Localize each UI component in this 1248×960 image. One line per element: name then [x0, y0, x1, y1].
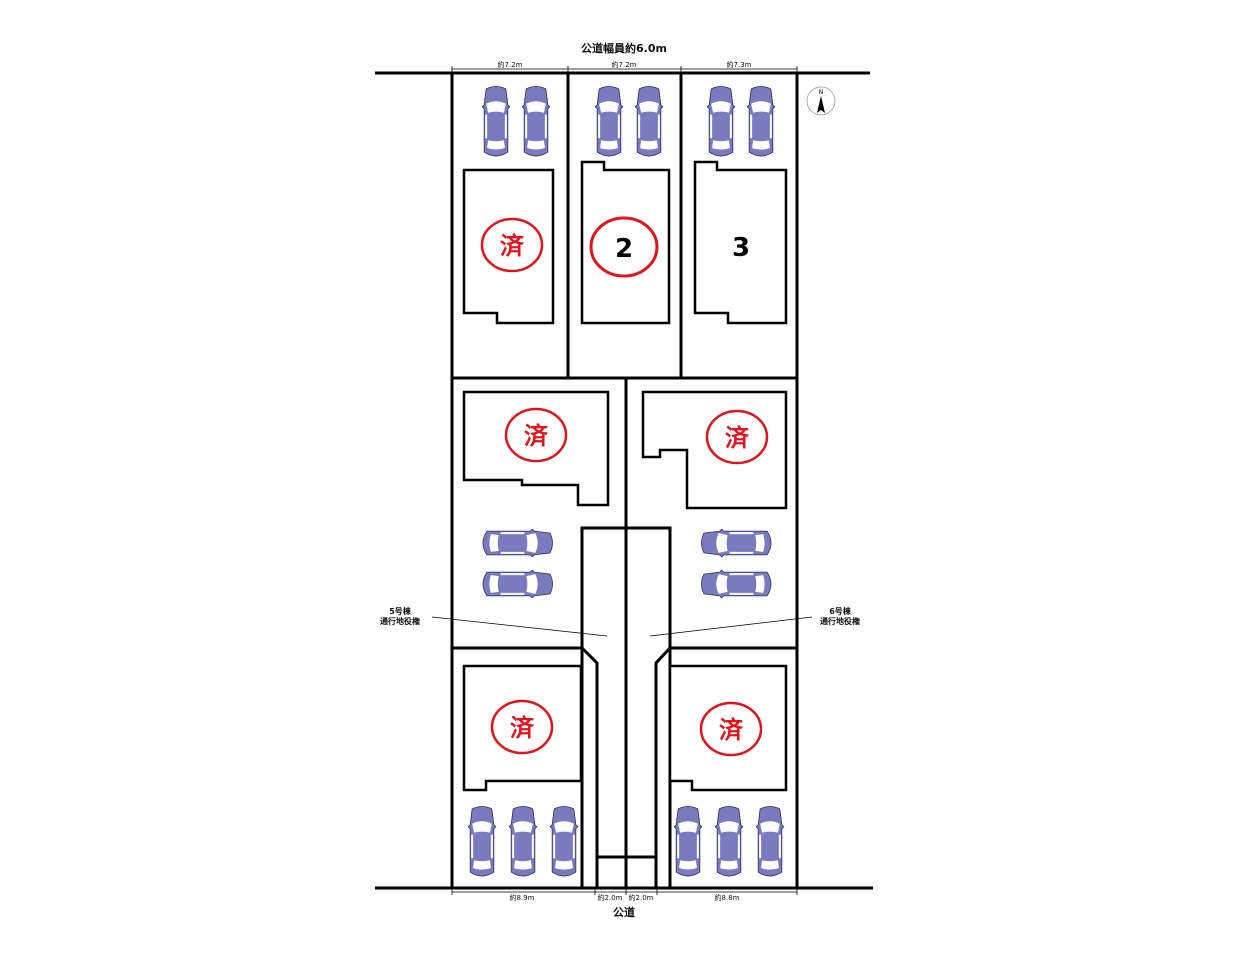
north-arrow-icon: N — [806, 86, 836, 116]
sold-stamp-lot-5: 済 — [705, 409, 769, 465]
building-lot-7 — [668, 664, 788, 792]
building-lot-5 — [641, 390, 788, 510]
dimension-lines — [431, 66, 813, 895]
svg-text:済: 済 — [524, 422, 549, 450]
road-top-label: 公道幅員約6.0m — [581, 41, 667, 55]
car-icon — [482, 569, 554, 599]
property-lines — [375, 71, 873, 890]
svg-text:済: 済 — [510, 714, 535, 742]
building-lot-2 — [580, 160, 671, 325]
svg-text:済: 済 — [500, 232, 525, 260]
car-icon — [700, 528, 772, 558]
dimension-label: 約7.2m — [612, 60, 637, 69]
building-lot-6 — [462, 664, 583, 792]
dimension-label: 約7.2m — [498, 60, 523, 69]
dimension-label: 約8.8m — [715, 893, 740, 902]
svg-text:2: 2 — [615, 234, 633, 264]
road-bottom-label: 公道 — [613, 905, 635, 919]
dimension-label: 約8.9m — [510, 893, 535, 902]
lot-3-number: 3 — [732, 233, 750, 263]
easement-label-lot6: 通行地役権 — [820, 616, 860, 626]
sold-stamp-lot-1: 済 — [480, 217, 544, 273]
car-icon — [467, 805, 497, 877]
lot-marks: 済 2 3 済 済 済 済 — [480, 216, 769, 757]
sold-stamp-lot-6: 済 — [490, 699, 554, 755]
car-icon — [706, 85, 736, 157]
lot-2-number: 2 — [589, 216, 659, 278]
building-lot-3 — [693, 160, 788, 325]
car-icon — [634, 85, 664, 157]
sold-stamp-lot-7: 済 — [699, 701, 763, 757]
dimension-label: 約2.0m — [629, 893, 654, 902]
car-icon — [482, 528, 554, 558]
car-icon — [521, 85, 551, 157]
dimension-label: 約2.0m — [598, 893, 623, 902]
svg-text:N: N — [819, 89, 824, 96]
sold-stamp-lot-4: 済 — [504, 407, 568, 463]
car-icon — [549, 805, 579, 877]
car-icon — [700, 569, 772, 599]
svg-text:3: 3 — [732, 233, 750, 263]
car-icon — [673, 805, 703, 877]
car-icon — [714, 805, 744, 877]
svg-text:済: 済 — [719, 716, 744, 744]
building-lot-1 — [462, 168, 555, 325]
easement-label-lot6: 6号棟 — [829, 606, 852, 616]
easement-label-lot5: 5号棟 — [389, 606, 412, 616]
car-icon — [594, 85, 624, 157]
dimension-label: 約7.3m — [727, 60, 752, 69]
car-icon — [755, 805, 785, 877]
car-icon — [508, 805, 538, 877]
svg-text:済: 済 — [725, 424, 750, 452]
car-icon — [481, 85, 511, 157]
building-footprints — [462, 160, 788, 792]
car-icon — [746, 85, 776, 157]
building-lot-4 — [462, 390, 610, 507]
easement-label-lot5: 通行地役権 — [380, 616, 420, 626]
